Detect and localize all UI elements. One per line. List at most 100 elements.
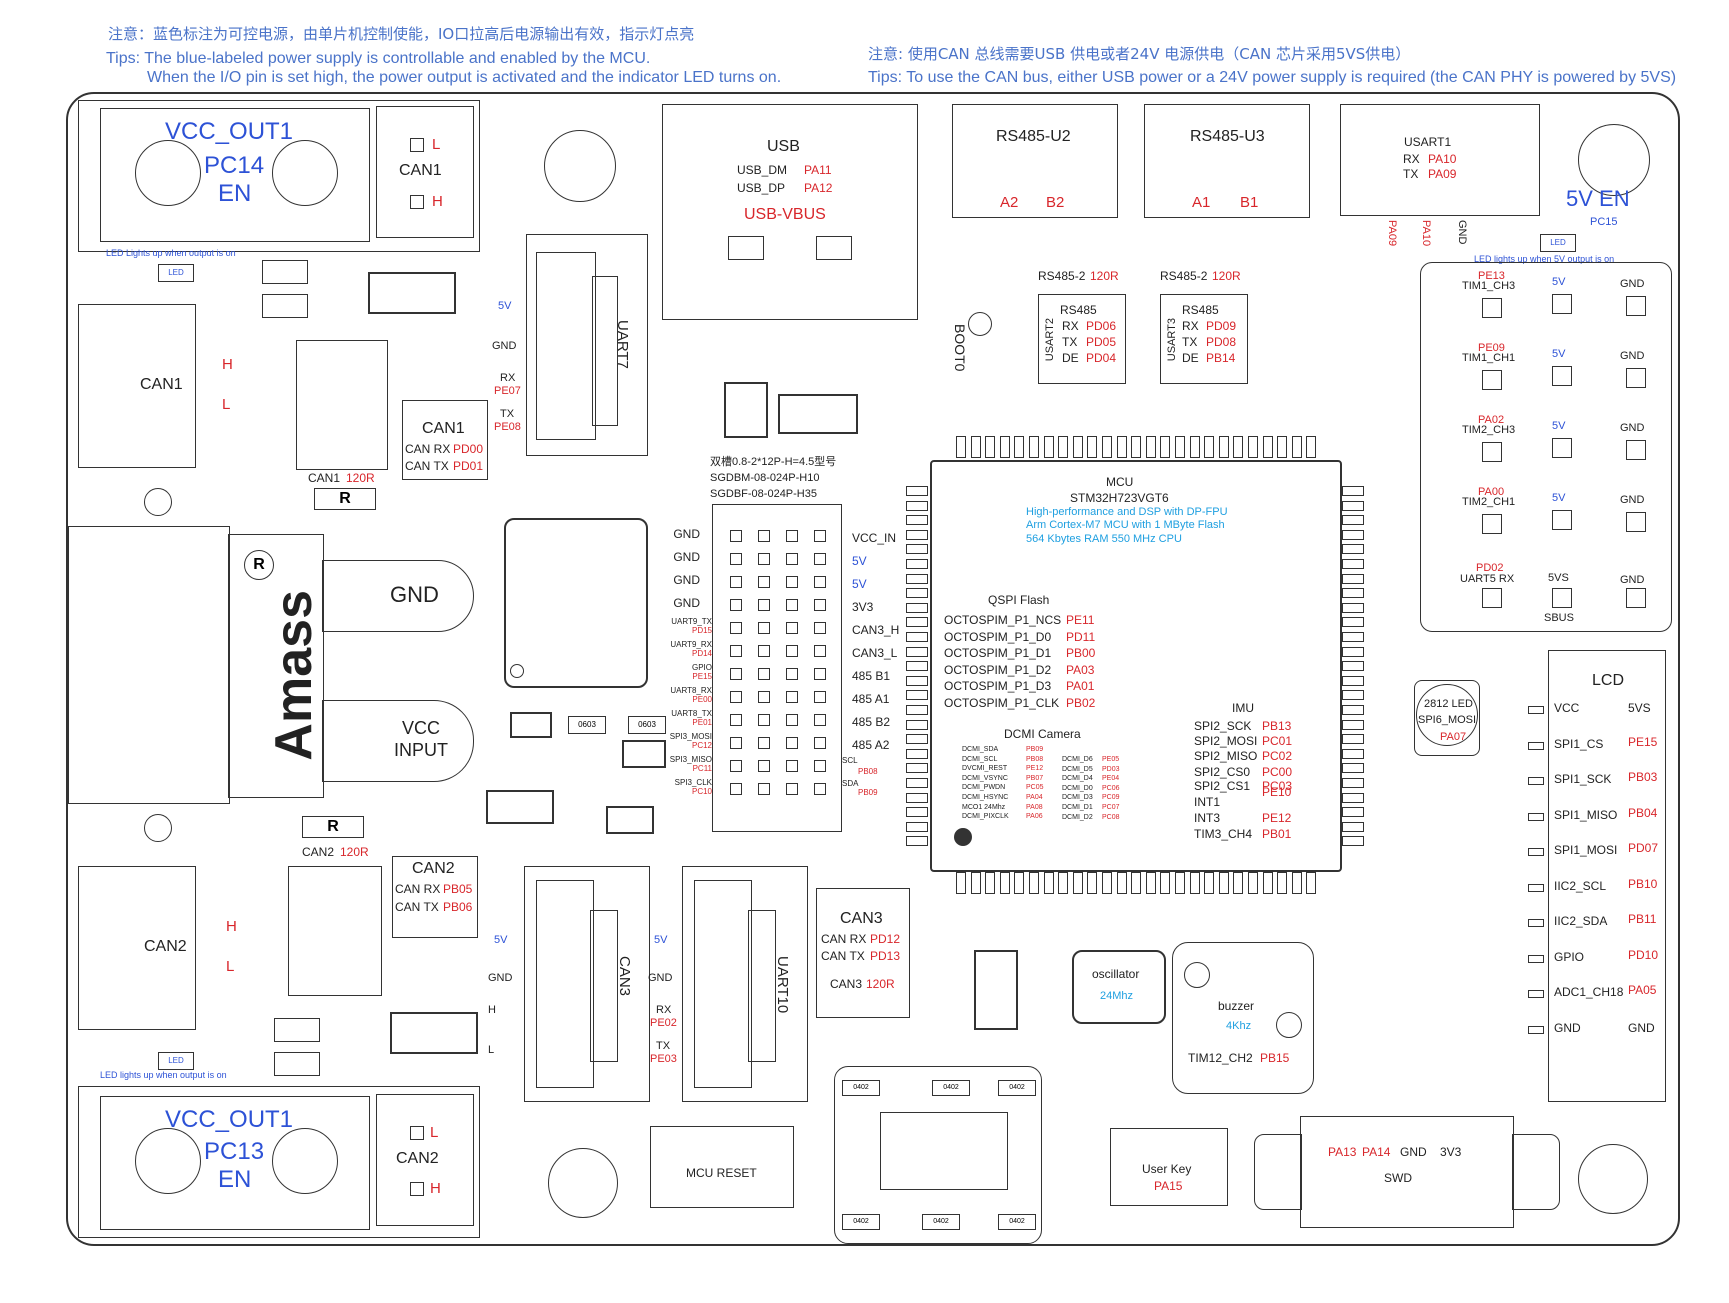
buzzer-tim: TIM12_CH2 [1188, 1051, 1253, 1065]
mcu-pin [1342, 602, 1364, 613]
dcmi-pin: PE12 [1026, 765, 1044, 773]
conn24-left-label: GND [673, 596, 700, 610]
can1-conn-l: L [432, 136, 441, 153]
conn24-sda: SDA [842, 779, 859, 788]
conn24-pad [814, 783, 826, 795]
pwm-pad [1482, 588, 1502, 608]
rs485-u2-chip-name: RS485 [1060, 303, 1097, 317]
dcmi-signal: DCMI_D5 [1062, 765, 1093, 773]
mcu-pin [1342, 778, 1364, 788]
lcd-pin-value: 5VS [1628, 701, 1651, 715]
can2-chip-tx-label: CAN TX [395, 900, 439, 914]
pwm-gnd: GND [1620, 494, 1645, 506]
conn24-pad [786, 668, 798, 680]
pwm-pad [1552, 366, 1572, 386]
conn24-pad [814, 553, 826, 565]
mcu-pin [1277, 872, 1288, 894]
mcu-pin [970, 436, 981, 458]
lcd-header [1548, 650, 1666, 1102]
qspi-title: QSPI Flash [988, 593, 1050, 607]
dcmi-pin: PA04 [1026, 794, 1043, 801]
mcu-pin [1342, 529, 1364, 540]
dcmi-pin: PC09 [1102, 794, 1120, 802]
conn24-pad [786, 691, 798, 703]
conn24-right-label: CAN3_H [852, 623, 900, 637]
mcu-pin [1204, 436, 1215, 458]
uart10-tx: TX [656, 1040, 671, 1052]
can2-chip-title: CAN2 [412, 860, 455, 877]
conn24-pad [814, 668, 826, 680]
pwm-pad [1482, 514, 1502, 534]
qspi-signal: OCTOSPIM_P1_D3 [944, 679, 1052, 693]
conn24-right-label: VCC_IN [852, 531, 897, 545]
imu-pin: PB13 [1262, 719, 1292, 733]
usb-pad [728, 236, 764, 260]
pwm-gnd: GND [1620, 278, 1645, 290]
en5v-note: LED lights up when 5V output is on [1474, 254, 1615, 264]
conn24-note: 双槽0.8-2*12P-H=4.5型号 [710, 456, 837, 468]
usart1-rx: RX [1403, 152, 1420, 166]
pwm-pad [1626, 440, 1646, 460]
lcd-pad [1528, 777, 1544, 785]
mcu-pin [1087, 436, 1098, 458]
pwm-header [1420, 262, 1672, 632]
regulator-chip [974, 950, 1018, 1030]
mcu-pin [1342, 515, 1364, 526]
lcd-pin-name: SPI1_SCK [1554, 772, 1612, 786]
can3-res-label: CAN3 [830, 977, 863, 991]
qspi-pin: PA01 [1066, 679, 1095, 693]
conn24-pad [814, 530, 826, 542]
usb-pad [816, 236, 852, 260]
tip-left-en2: When the I/O pin is set high, the power … [147, 69, 782, 86]
user-key-button[interactable] [1110, 1128, 1228, 1206]
lcd-pin-name: VCC [1554, 701, 1580, 715]
can2-chip-box [392, 856, 478, 938]
qspi-pin: PD11 [1066, 629, 1096, 644]
lcd-pin-value: PE15 [1628, 734, 1658, 749]
uart10-gnd: GND [648, 972, 673, 984]
lcd-pin-name: SPI1_MOSI [1554, 843, 1618, 857]
lcd-pin-name: SPI1_MISO [1554, 807, 1618, 822]
rs485-u3-res-val: 120R [1212, 269, 1241, 283]
mcu-pin [1262, 436, 1273, 458]
out2-led-note: LED lights up when output is on [100, 1070, 227, 1080]
imu-signal: TIM3_CH4 [1194, 827, 1253, 841]
dcmi-title: DCMI Camera [1004, 727, 1081, 741]
mcu-pin [906, 544, 928, 555]
conn24-left-label: GND [673, 550, 700, 564]
conn24-right-label: 5V [852, 554, 867, 568]
vcc-out-bottom-pin: PC13 [204, 1138, 265, 1165]
swd-p3: GND [1400, 1145, 1427, 1159]
sot-part [778, 394, 858, 434]
pwm-gnd: GND [1620, 422, 1645, 434]
mount-hole [548, 1148, 618, 1218]
rs485-u3-b: B1 [1240, 194, 1259, 211]
buzzer [1172, 942, 1314, 1094]
screw-terminal-icon [272, 140, 338, 206]
conn24-part2: SGDBF-08-024P-H35 [710, 488, 817, 500]
mcu-pin [1342, 836, 1364, 847]
lcd-pin-value: PA05 [1628, 983, 1657, 997]
amass-body [228, 534, 324, 798]
buzzer-freq: 4Khz [1226, 1020, 1252, 1032]
can2-port-label: CAN2 [144, 938, 187, 955]
can1-chip-title: CAN1 [422, 420, 465, 437]
vcc-terminal [322, 700, 474, 782]
reset-button[interactable] [650, 1126, 794, 1208]
swd-name: SWD [1384, 1171, 1412, 1185]
conn24-pad [758, 645, 770, 657]
dcmi-pin: PA06 [1026, 813, 1043, 821]
swd-latch [1512, 1134, 1560, 1210]
imu-pin: PB01 [1262, 827, 1292, 841]
mcu-pin [1029, 872, 1039, 894]
can1-chip-box [402, 400, 488, 480]
can2-transceiver-chip [288, 866, 382, 996]
smd-part [274, 1018, 320, 1042]
qspi-signal: OCTOSPIM_P1_CLK [944, 695, 1060, 710]
sbus-gnd: GND [1620, 574, 1645, 586]
mcu-pin [1102, 436, 1112, 458]
mcu-pin [906, 748, 928, 759]
vcc-out-bottom [78, 1086, 480, 1238]
dcmi-pin: PB09 [1026, 746, 1044, 753]
conn24-pad [786, 645, 798, 657]
